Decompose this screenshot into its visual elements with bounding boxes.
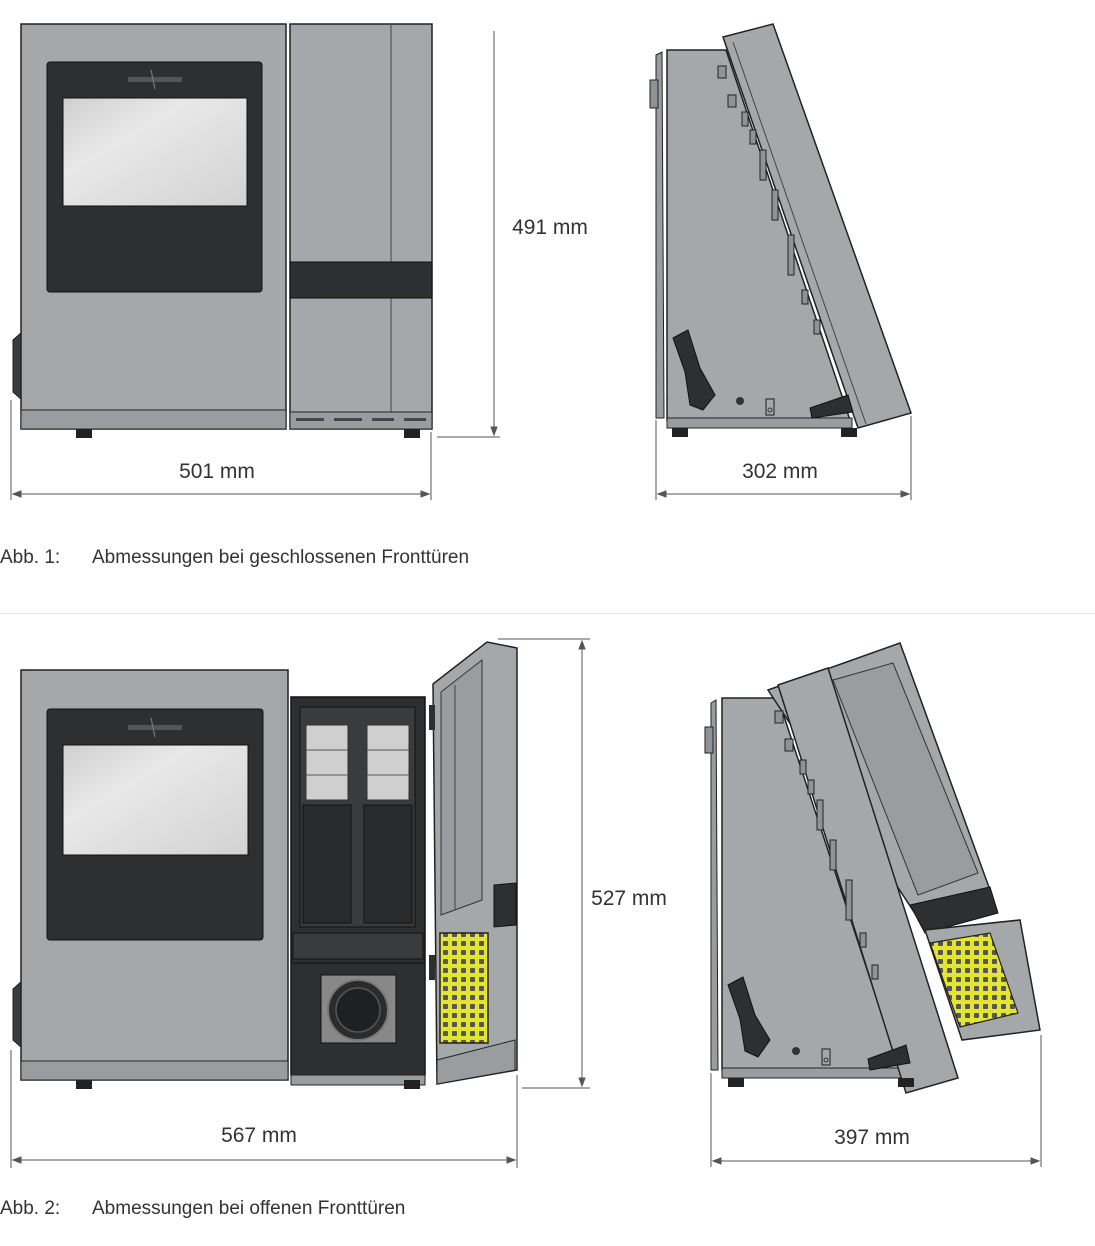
brand-logo: [128, 69, 182, 90]
figure-caption: Abb. 2: Abmessungen bei offenen Fronttüre…: [0, 1198, 405, 1220]
figure-caption-text: Abmessungen bei geschlossenen Fronttüren: [92, 547, 470, 568]
dimension-lines-side: [710, 1035, 1042, 1167]
height-dimension-label: 491 mm: [512, 216, 588, 239]
side-view-closed: [649, 23, 912, 437]
width-dimension-label: 501 mm: [179, 460, 255, 483]
figure-number: Abb. 1:: [0, 547, 61, 568]
figure-2-drawing: 567 mm 527 mm: [10, 638, 1042, 1168]
cartridge-stack: [302, 724, 413, 924]
sample-tray-side: [929, 932, 1019, 1028]
section-divider: [0, 613, 1095, 614]
display-screen: [62, 744, 249, 856]
depth-dimension-label: 302 mm: [742, 460, 818, 483]
dimension-lines-front: [10, 31, 500, 500]
sample-tray: [439, 932, 489, 1044]
figure-2: 567 mm 527 mm: [0, 615, 1095, 1246]
dimension-lines-side: [655, 416, 912, 500]
front-view-closed: [12, 23, 433, 438]
figure-caption: Abb. 1: Abmessungen bei geschlossenen Fro…: [0, 547, 469, 569]
height-dimension-label: 527 mm: [591, 887, 667, 910]
figure-1: 501 mm 491 mm: [0, 0, 1095, 590]
width-dimension-label: 567 mm: [221, 1124, 297, 1147]
front-view-open: [12, 641, 518, 1089]
depth-dimension-label: 397 mm: [834, 1126, 910, 1149]
dimension-lines-front: [10, 638, 590, 1168]
display-screen: [62, 97, 248, 207]
figure-1-drawing: 501 mm 491 mm: [10, 23, 912, 500]
figure-number: Abb. 2:: [0, 1198, 61, 1219]
figure-caption-text: Abmessungen bei offenen Fronttüren: [92, 1198, 406, 1219]
side-view-open: [704, 642, 1041, 1094]
brand-logo: [128, 717, 182, 738]
